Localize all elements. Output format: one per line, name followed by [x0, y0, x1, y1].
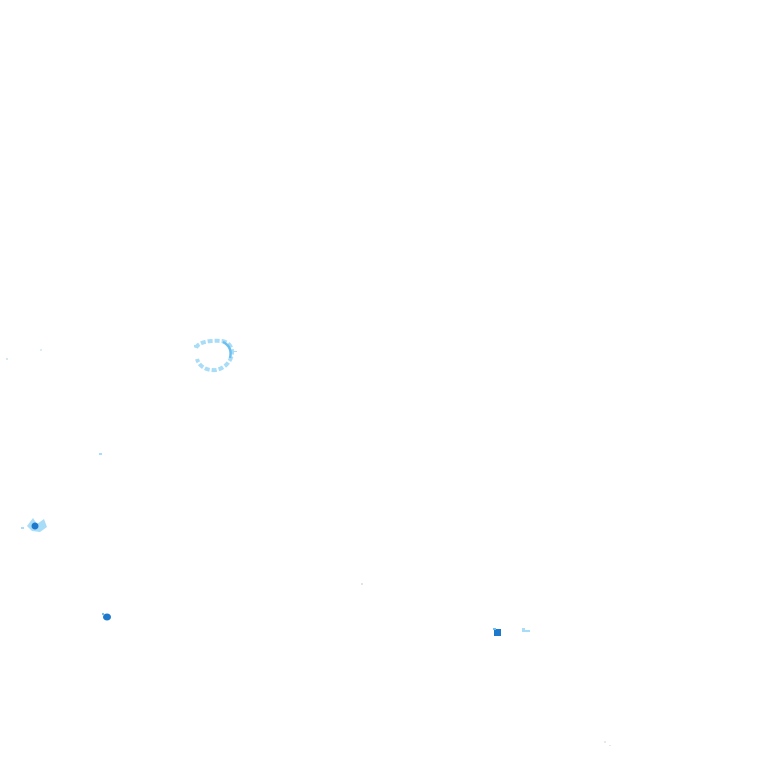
- radar-echo-speck: [609, 745, 611, 746]
- radar-echo-cluster-southwest: [102, 613, 111, 621]
- echo-west-core: [31, 522, 39, 530]
- radar-echo-ring: [194, 338, 237, 373]
- echo-southwest-core: [103, 613, 111, 621]
- echo-ring-fragment: [233, 351, 237, 352]
- radar-echo-cluster-west: [21, 518, 47, 532]
- echo-west-fragment: [21, 527, 24, 529]
- radar-echo-speck: [40, 349, 42, 351]
- radar-echo-speck: [6, 358, 8, 360]
- echo-ring-outline: [194, 338, 235, 373]
- echo-ring-fragment: [194, 345, 198, 347]
- echo-ring-core: [222, 340, 232, 359]
- radar-echo-speck: [99, 453, 102, 455]
- echo-south-core: [494, 629, 501, 636]
- echo-south-fragment: [525, 630, 530, 632]
- echo-southwest-fragment: [102, 613, 104, 615]
- radar-echo-speck: [361, 583, 363, 585]
- echo-south-fragment: [522, 628, 525, 632]
- echo-south-fragment: [493, 628, 496, 630]
- radar-echo-speck: [604, 741, 606, 743]
- radar-echo-cluster-south: [493, 628, 530, 636]
